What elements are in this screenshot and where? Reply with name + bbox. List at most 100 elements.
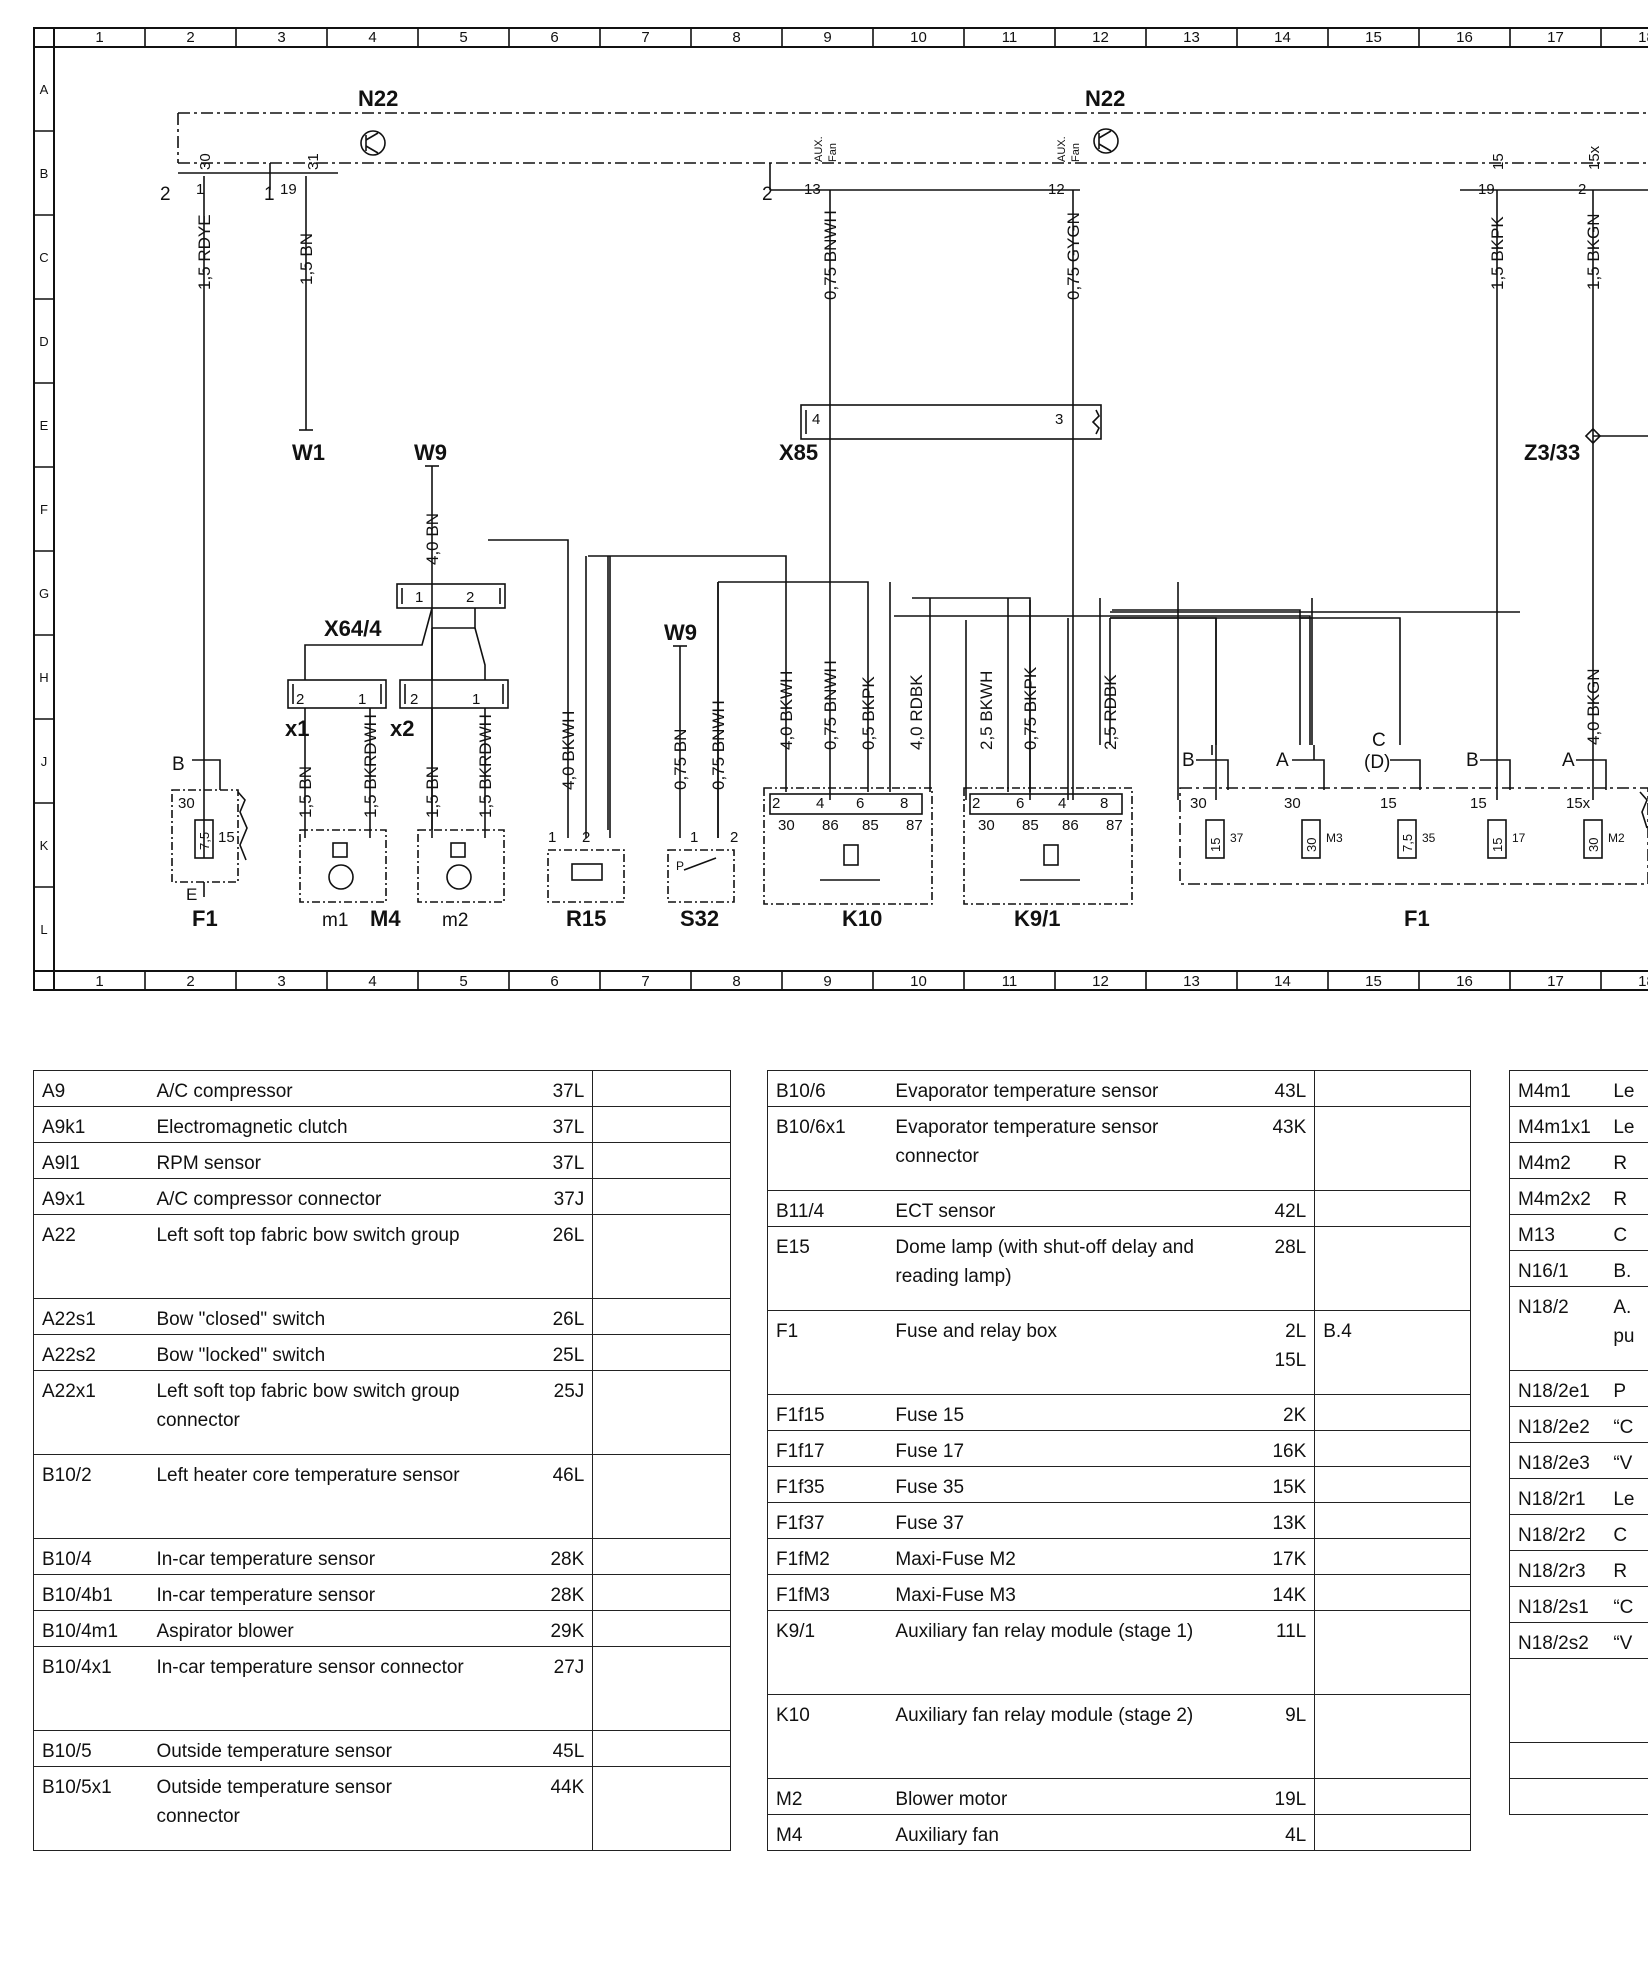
legend-desc: ECT sensor — [887, 1190, 1225, 1227]
wire-label: 0,75 GYGN — [1064, 212, 1083, 300]
legend-loc: 9L — [1224, 1694, 1316, 1779]
legend-code: F1f17 — [767, 1430, 888, 1467]
wire-label: 1,5 BKPK — [1488, 216, 1507, 290]
legend-ref — [592, 1334, 731, 1371]
legend-desc: A/C compressor — [148, 1070, 488, 1107]
legend-loc: 28K — [487, 1538, 594, 1575]
legend-ref — [1314, 1502, 1471, 1539]
legend-code: B11/4 — [767, 1190, 888, 1227]
relay-k10 — [763, 787, 933, 905]
pin-label: 2 — [972, 795, 980, 812]
legend-desc: Outside temperature sensor connector — [148, 1766, 488, 1851]
legend-desc: C — [1605, 1214, 1648, 1251]
grid-row-label: A — [40, 82, 49, 97]
legend-ref — [592, 1610, 731, 1647]
legend-desc: Le — [1605, 1478, 1648, 1515]
wire-label: 1,5 BKRDWH — [361, 714, 380, 818]
legend-desc: Evaporator temperature sensor connector — [887, 1106, 1225, 1191]
pin-label: 7,5 — [197, 832, 212, 850]
legend-loc: 17K — [1224, 1538, 1316, 1575]
pin-label: (D) — [1364, 752, 1390, 773]
wire-label: 2,5 RDBK — [1101, 674, 1120, 750]
wire-label: 1,5 BKGN — [1584, 213, 1603, 290]
legend-code: N18/2r2 — [1509, 1514, 1606, 1551]
w9-label: W9 — [664, 620, 697, 645]
fuse-box-f1-right — [1179, 759, 1648, 885]
legend-row — [1509, 1778, 1648, 1815]
legend-desc: Blower motor — [887, 1778, 1225, 1815]
pin-label: 6 — [1016, 795, 1024, 812]
legend-ref — [592, 1766, 731, 1851]
pin-label: 30 — [1304, 838, 1319, 852]
legend-code: F1f37 — [767, 1502, 888, 1539]
legend-desc — [1605, 1742, 1648, 1779]
pin-label: 2 — [762, 184, 773, 205]
legend-code: M13 — [1509, 1214, 1606, 1251]
grid-column-label: 13 — [1183, 973, 1200, 990]
wire-label: 2,5 BKWH — [977, 671, 996, 750]
legend-loc: 11L — [1224, 1610, 1316, 1695]
grid-column-label: 1 — [95, 973, 103, 990]
pin-label: M2 — [1608, 831, 1625, 845]
grid-column-label: 14 — [1274, 29, 1291, 46]
legend-code — [1509, 1658, 1606, 1743]
legend-ref — [592, 1454, 731, 1539]
legend-loc: 19L — [1224, 1778, 1316, 1815]
legend-ref — [592, 1106, 731, 1143]
legend-loc: 37L — [487, 1070, 594, 1107]
legend-code: K9/1 — [767, 1610, 888, 1695]
wire-label: 4,0 BKWH — [777, 671, 796, 750]
legend-desc: Left soft top fabric bow switch group — [148, 1214, 488, 1299]
legend-code: N18/2e2 — [1509, 1406, 1606, 1443]
legend-loc: 25J — [487, 1370, 594, 1455]
grid-column-label: 5 — [459, 973, 467, 990]
pin-label: 2 — [730, 829, 738, 846]
legend-ref — [1314, 1538, 1471, 1575]
legend-code: A22s2 — [33, 1334, 149, 1371]
legend-loc: 26L — [487, 1298, 594, 1335]
pin-label: P — [676, 859, 684, 873]
legend-row: N18/2s2“V — [1509, 1622, 1648, 1659]
legend-code: N18/2 — [1509, 1286, 1606, 1371]
legend-ref — [592, 1646, 731, 1731]
grid-column-label: 12 — [1092, 973, 1109, 990]
legend-code: N18/2s2 — [1509, 1622, 1606, 1659]
wire-label: 0,75 BNWH — [821, 660, 840, 750]
wire-label: 0,75 BKPK — [1021, 666, 1040, 750]
legend-loc: 28K — [487, 1574, 594, 1611]
legend-code: M4m1x1 — [1509, 1106, 1606, 1143]
legend-ref — [1314, 1466, 1471, 1503]
grid-row-label: J — [41, 754, 48, 769]
legend-desc: Fuse 37 — [887, 1502, 1225, 1539]
pin-label: B — [172, 754, 185, 775]
legend-desc: R — [1605, 1550, 1648, 1587]
grid-column-label: 15 — [1365, 973, 1382, 990]
legend-desc: Le — [1605, 1070, 1648, 1107]
legend-code: B10/6x1 — [767, 1106, 888, 1191]
legend-code — [1509, 1742, 1606, 1779]
pin-label: 30 — [778, 817, 795, 834]
n22-control-unit — [177, 112, 1648, 164]
legend-desc: Left heater core temperature sensor — [148, 1454, 488, 1539]
pin-label: 2 — [410, 691, 418, 708]
legend-code: N18/2e3 — [1509, 1442, 1606, 1479]
legend-desc: Auxiliary fan relay module (stage 1) — [887, 1610, 1225, 1695]
n22-label: N22 — [1085, 86, 1125, 111]
s32-label: S32 — [680, 906, 719, 931]
legend-code: A22 — [33, 1214, 149, 1299]
legend-ref — [1314, 1430, 1471, 1467]
transistor-symbol — [360, 130, 386, 156]
